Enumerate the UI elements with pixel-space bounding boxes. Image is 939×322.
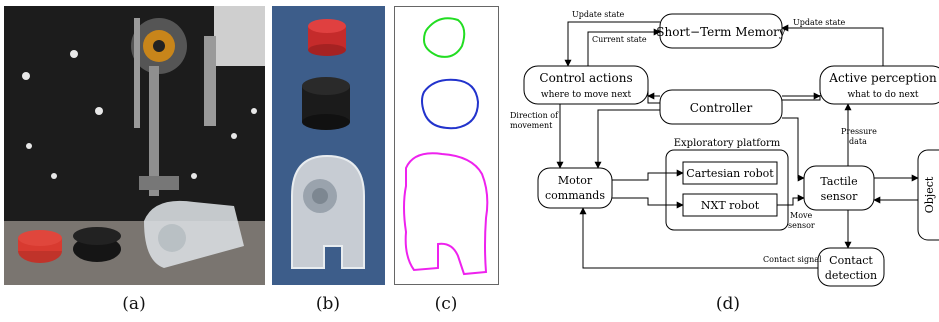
robot-setup-illustration [4,6,265,285]
object-label: Object [923,176,936,213]
edge-label-current-state: Current state [592,35,647,44]
contact-detection-label-1: Contact [829,254,873,267]
edge-label-pressure-1: Pressure [841,127,877,136]
nxt-robot-label: NXT robot [701,199,760,212]
block-diagram: Short−Term Memory Control actions where … [508,0,939,290]
tactile-sensor-label-2: sensor [821,190,859,203]
motor-commands-box [537,167,613,209]
edge-label-pressure-2: data [849,137,867,146]
tactile-sensor-box [803,165,875,211]
contour-illustration [394,6,499,285]
edge-label-move-2: sensor [788,221,815,230]
blue-contour [421,78,480,130]
edge-label-update-state-left: Update state [572,10,625,19]
tactile-sensor-label-1: Tactile [820,175,857,188]
exploratory-platform-label: Exploratory platform [674,138,781,149]
active-perception-label: Active perception [828,71,937,85]
short-term-memory-label: Short−Term Memory [656,25,786,39]
active-perception-sublabel: what to do next [847,90,918,100]
edge-label-contact-signal: Contact signal [763,255,822,264]
caption-a: (a) [122,294,146,314]
caption-c: (c) [434,294,458,314]
contour-panel [394,6,499,285]
edge-label-direction-2: movement [510,121,553,130]
edge-label-move-1: Move [790,211,813,220]
edge-label-update-state-right: Update state [793,18,846,27]
photo-robot-setup [4,6,265,285]
motor-commands-label-1: Motor [558,174,593,187]
exploratory-platform-box [665,149,789,231]
controller-box [659,89,783,125]
controller-label: Controller [690,101,753,115]
block-diagram-svg: Short−Term Memory Control actions where … [510,10,939,287]
green-contour [422,17,466,58]
photo-objects [272,6,385,285]
objects-illustration [272,6,385,285]
control-actions-sublabel: where to move next [541,90,632,100]
contact-detection-label-2: detection [825,269,877,282]
object-box [917,149,939,241]
cartesian-robot-label: Cartesian robot [686,167,774,180]
caption-b: (b) [315,294,341,314]
motor-commands-label-2: commands [545,189,605,202]
control-actions-label: Control actions [539,71,632,85]
caption-d: (d) [715,294,741,314]
magenta-contour [403,152,489,276]
edge-label-direction-1: Direction of [510,111,559,120]
